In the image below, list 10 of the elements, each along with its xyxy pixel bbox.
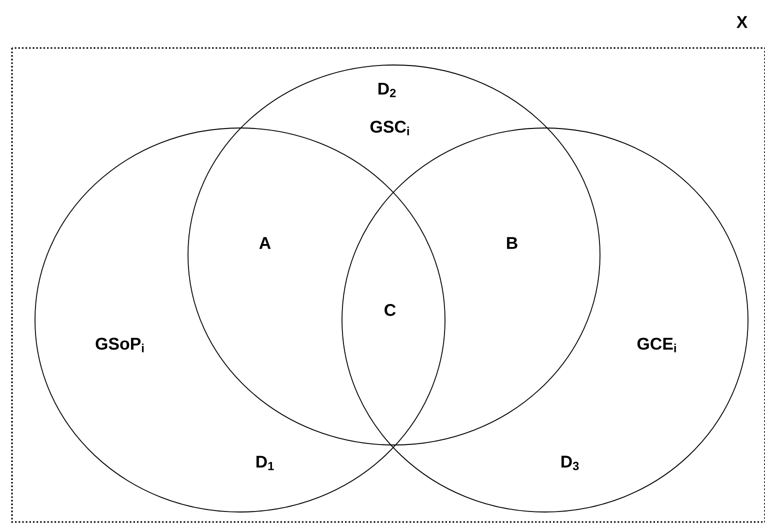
region-label: B <box>507 237 518 249</box>
region-label: D$_{3}$ <box>561 456 579 470</box>
set-label: GSC$_{i}$ <box>370 120 409 136</box>
region-label: A <box>259 237 271 249</box>
set-label: GCE$_{i}$ <box>637 338 676 352</box>
region-label: C <box>384 304 396 316</box>
region-label: D$_{2}$ <box>378 82 396 98</box>
set-label: X <box>736 16 748 28</box>
set-label: GSoP$_{i}$ <box>96 338 144 352</box>
region-label: D$_{1}$ <box>256 456 274 470</box>
